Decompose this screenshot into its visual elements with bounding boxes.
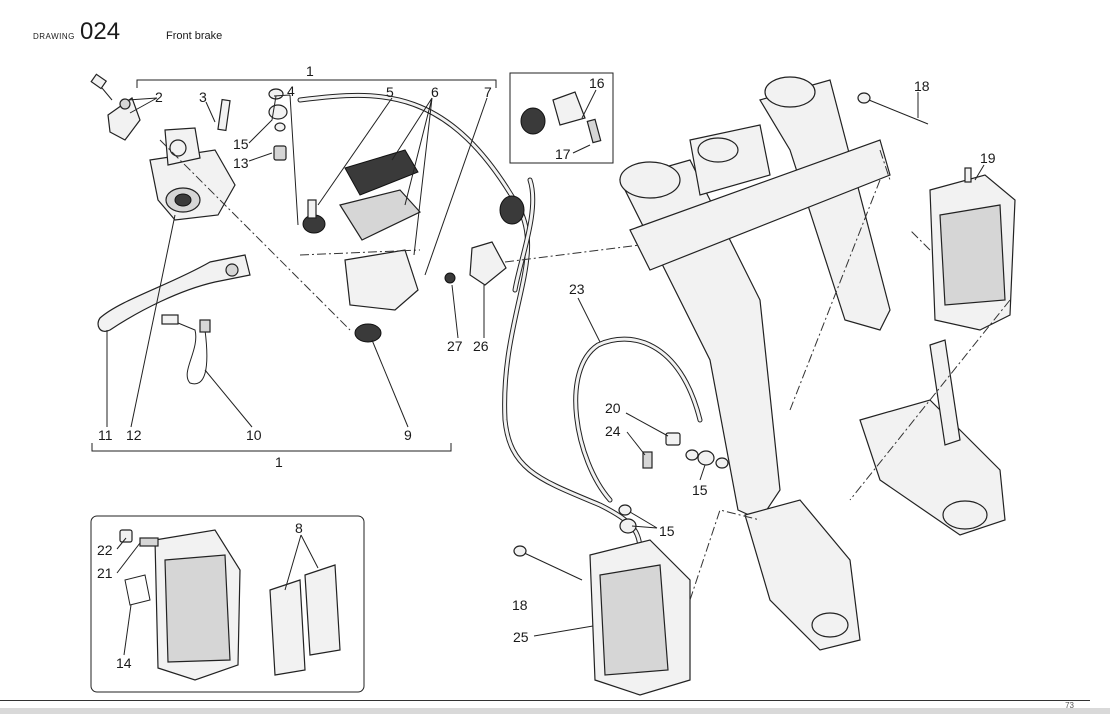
pin-3	[217, 98, 231, 132]
caliper-bolt-18-bottom	[513, 545, 583, 581]
front-fork	[619, 76, 1006, 651]
callout-5: 5	[386, 84, 394, 100]
callout-18-a: 18	[914, 78, 930, 94]
callout-3: 3	[199, 89, 207, 105]
callout-19: 19	[980, 150, 996, 166]
callout-8: 8	[295, 520, 303, 536]
callout-leaders	[106, 89, 985, 656]
master-cylinder	[149, 127, 236, 221]
callout-15-b: 15	[692, 482, 708, 498]
callout-10: 10	[246, 427, 262, 443]
caliper-19	[929, 167, 1016, 331]
reservoir-boot-9	[354, 323, 382, 343]
footer-rule	[0, 700, 1090, 701]
assembly-lines	[159, 139, 1011, 601]
callout-20: 20	[605, 400, 621, 416]
hose-clip-26	[444, 241, 507, 286]
callout-15-a: 15	[233, 136, 249, 152]
callout-15-c: 15	[659, 523, 675, 539]
callout-14: 14	[116, 655, 132, 671]
group-bracket-top	[136, 79, 497, 88]
drawing-label: DRAWING	[33, 32, 75, 41]
callout-18-b: 18	[512, 597, 528, 613]
callout-16: 16	[589, 75, 605, 91]
callout-17: 17	[555, 146, 571, 162]
lever-bolt	[90, 73, 113, 101]
callout-21: 21	[97, 565, 113, 581]
inset-box	[90, 515, 365, 693]
drawing-title: Front brake	[166, 30, 223, 42]
brake-hose-main	[297, 92, 643, 553]
callout-labels: 1 1 2 3 4 5 6 7 8 9 10 11 12 13 14 15 15…	[97, 63, 996, 671]
callout-1-bottom: 1	[275, 454, 283, 470]
fluid-reservoir	[302, 149, 421, 311]
callout-26: 26	[473, 338, 489, 354]
callout-2: 2	[155, 89, 163, 105]
fittings-13-15-4	[268, 88, 288, 161]
page-number: 73	[1065, 701, 1074, 710]
caliper-25	[589, 539, 691, 696]
hose-guide-box	[499, 72, 614, 225]
footer-bar	[0, 708, 1110, 714]
callout-24: 24	[605, 423, 621, 439]
caliper-bolt-18-top	[857, 92, 929, 125]
clamp	[107, 97, 141, 141]
brake-hose-23	[573, 336, 703, 503]
callout-27: 27	[447, 338, 463, 354]
callout-11: 11	[98, 427, 113, 443]
callout-6: 6	[431, 84, 439, 100]
callout-13: 13	[233, 155, 249, 171]
callout-1-top: 1	[306, 63, 314, 79]
brake-lever	[97, 254, 251, 332]
callout-4: 4	[287, 83, 295, 99]
grommet-16	[520, 91, 602, 144]
callout-25: 25	[513, 629, 529, 645]
callout-12: 12	[126, 427, 142, 443]
switch-cable-10	[161, 314, 211, 385]
drawing-number: 024	[80, 18, 121, 45]
group-bracket-bottom	[91, 443, 452, 452]
callout-9: 9	[404, 427, 412, 443]
callout-7: 7	[484, 84, 492, 100]
callout-23: 23	[569, 281, 585, 297]
banjo-fittings-20-24	[618, 432, 729, 534]
callout-22: 22	[97, 542, 113, 558]
